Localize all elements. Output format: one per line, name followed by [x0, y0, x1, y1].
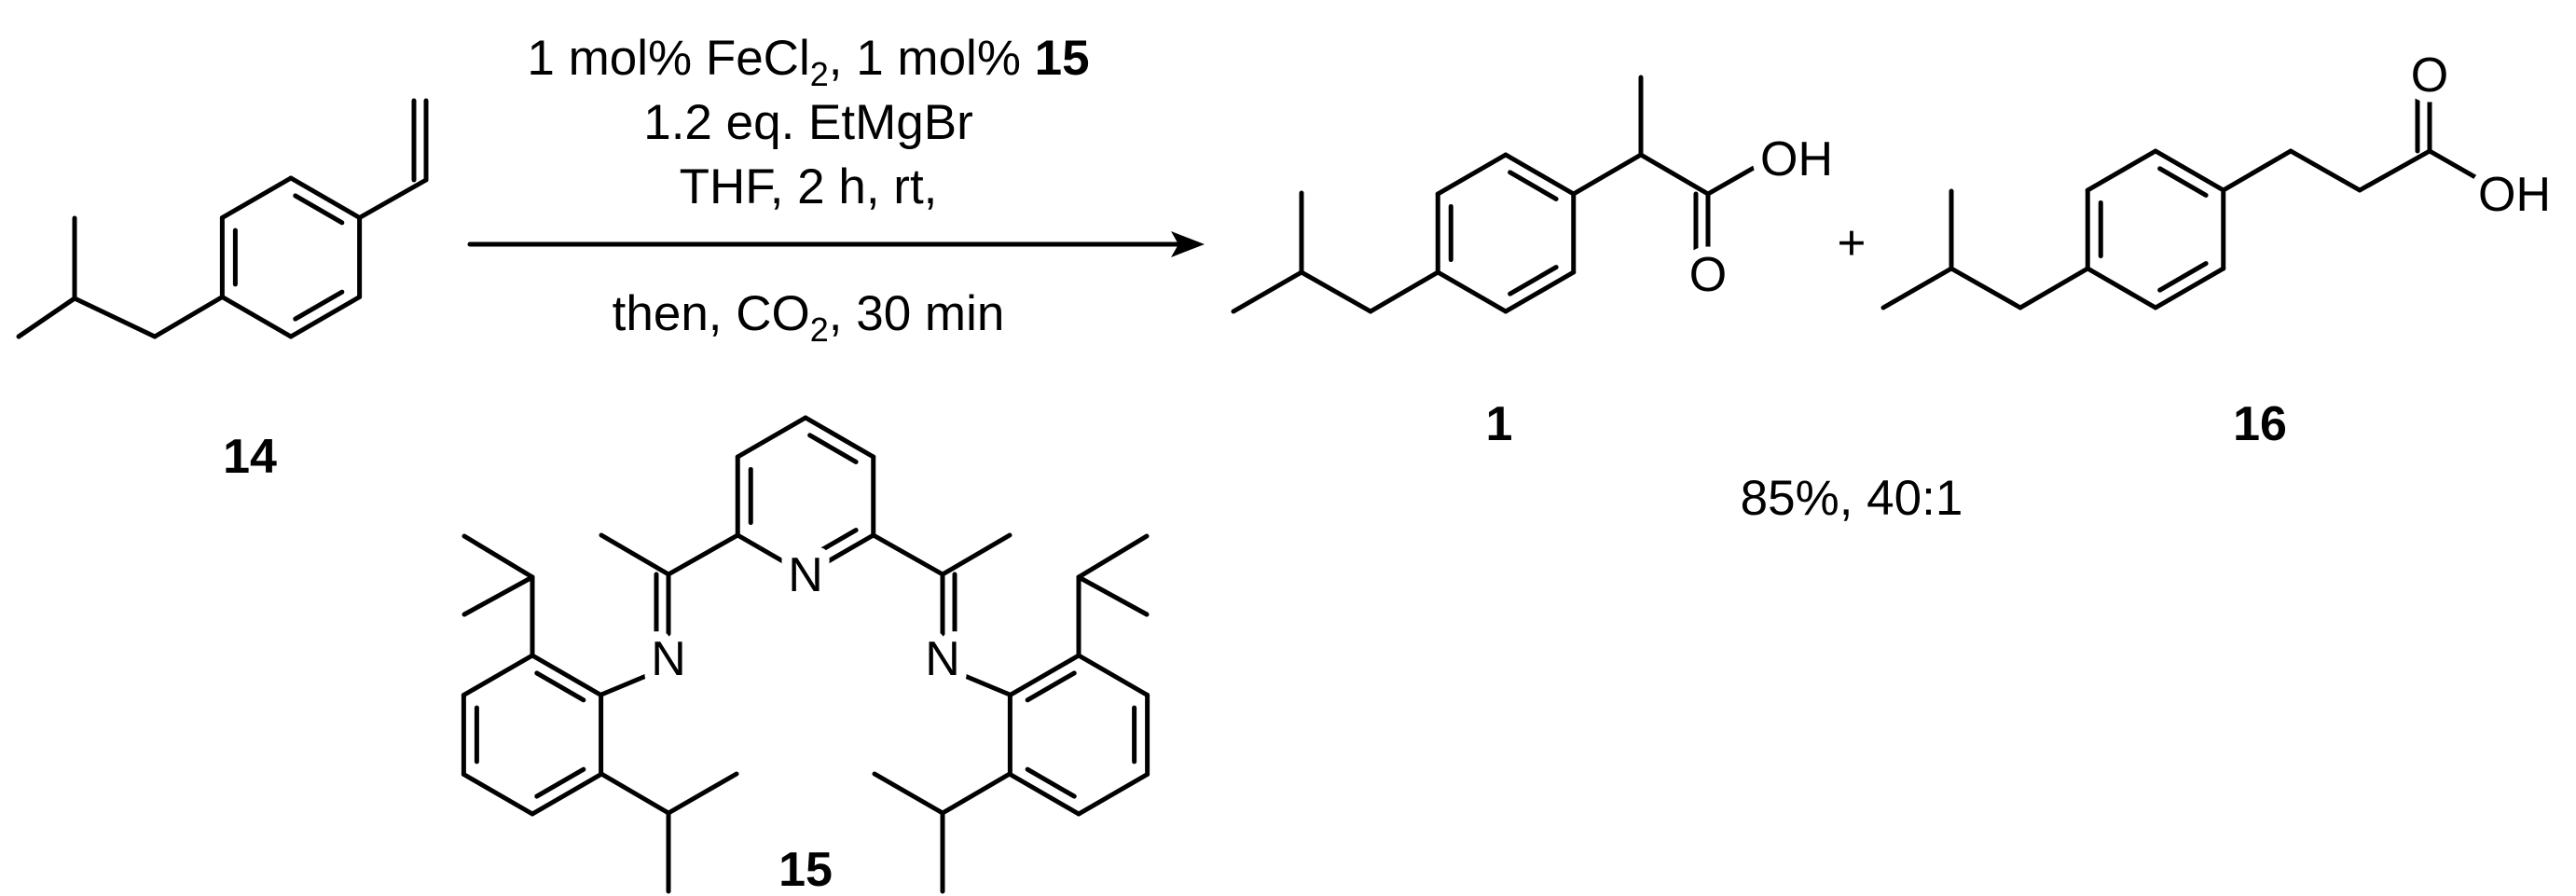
compound-label-14: 14	[223, 430, 277, 484]
pyridine-bond	[735, 532, 808, 577]
double-bond-inner	[1025, 766, 1077, 799]
bond	[2288, 148, 2362, 193]
bond	[16, 296, 77, 339]
atom-label-oh-product-1: OH	[1760, 132, 1833, 186]
double-bond-inner	[293, 289, 345, 322]
bond	[599, 771, 671, 816]
bond	[872, 771, 945, 816]
atom-label-imine-n-left: N	[651, 632, 686, 686]
aryl-left-bond	[461, 772, 535, 817]
double-bond-inner	[807, 528, 859, 559]
compound-label-15: 15	[778, 843, 833, 896]
atom-label-oh-product-16: OH	[2478, 168, 2551, 222]
ring-16-bond	[2085, 266, 2158, 310]
bond	[1705, 161, 1763, 197]
bond	[940, 771, 1012, 816]
bond	[1638, 152, 1711, 197]
bond	[152, 295, 225, 339]
aryl-right-bond	[1007, 772, 1081, 817]
aryl-right-bond	[1076, 772, 1150, 817]
bond	[357, 177, 429, 220]
bond	[1299, 269, 1373, 314]
catalyst-ref: 15	[1035, 31, 1090, 86]
double-bond-inner	[293, 193, 345, 226]
double-bond-inner	[807, 433, 859, 464]
double-bond-inner	[1508, 265, 1559, 296]
compound-label-16: 16	[2233, 397, 2287, 451]
atom-label-pyridine-n: N	[788, 548, 823, 602]
double-bond-inner	[1025, 670, 1077, 703]
bond	[666, 771, 739, 816]
condition-line-1: 1 mol% FeCl2, 1 mol% 15	[527, 31, 1089, 93]
aryl-left-bond	[461, 653, 535, 697]
atom-label-o-product-1: O	[1689, 248, 1727, 302]
aryl-left-bond	[530, 653, 604, 697]
ring-14-bond	[288, 175, 363, 220]
bond	[1076, 533, 1150, 580]
ring-14-bond	[219, 295, 294, 339]
yield-ratio: 85%, 40:1	[1741, 471, 1963, 526]
atom-label-imine-n-right: N	[925, 632, 960, 686]
double-bond-inner	[2157, 166, 2209, 198]
bond	[2427, 148, 2485, 184]
ring-14-bond	[288, 295, 363, 339]
ring-14-bond	[219, 175, 294, 220]
bond	[2357, 148, 2432, 193]
ring-1-bond	[1435, 152, 1508, 197]
atom-label-o-product-16: O	[2411, 48, 2448, 103]
bond	[1571, 152, 1644, 197]
pyridine-bond	[735, 415, 808, 460]
ring-16-bond	[2153, 148, 2226, 193]
aryl-left-bond	[530, 772, 604, 817]
bond	[461, 533, 535, 580]
bond	[461, 574, 535, 617]
bond	[951, 669, 1012, 697]
bond	[72, 296, 158, 339]
condition-line-4: then, CO2, 30 min	[613, 286, 1005, 349]
ring-1-bond	[1435, 269, 1508, 314]
compound-label-1: 1	[1486, 397, 1513, 451]
bond	[1368, 269, 1440, 314]
bond	[2221, 148, 2294, 193]
bond	[666, 532, 740, 577]
bond	[940, 532, 1012, 577]
plus-sign: +	[1838, 215, 1867, 270]
condition-line-2: 1.2 eq. EtMgBr	[643, 95, 973, 150]
double-bond-inner	[534, 670, 586, 703]
bond	[1076, 574, 1150, 617]
pyridine-bond	[803, 415, 876, 460]
double-bond-inner	[1508, 170, 1559, 201]
aryl-right-bond	[1076, 653, 1150, 697]
aryl-right-bond	[1007, 653, 1081, 697]
ring-16-bond	[2085, 148, 2158, 193]
ring-1-bond	[1503, 269, 1577, 314]
bond	[871, 532, 945, 577]
bond	[599, 532, 671, 577]
double-bond-inner	[534, 766, 586, 799]
arrow-head-icon	[1171, 231, 1205, 257]
pyridine-bond	[803, 532, 876, 577]
bond	[1231, 269, 1304, 314]
ring-16-bond	[2153, 266, 2226, 310]
bond	[599, 669, 660, 697]
condition-line-3: THF, 2 h, rt,	[680, 159, 938, 214]
bond	[1949, 266, 2023, 310]
double-bond-inner	[2157, 261, 2209, 293]
bond	[2018, 266, 2090, 310]
bond	[1880, 266, 1954, 310]
reaction-arrow	[467, 231, 1205, 257]
bonds	[16, 75, 2485, 894]
ring-1-bond	[1503, 152, 1577, 197]
